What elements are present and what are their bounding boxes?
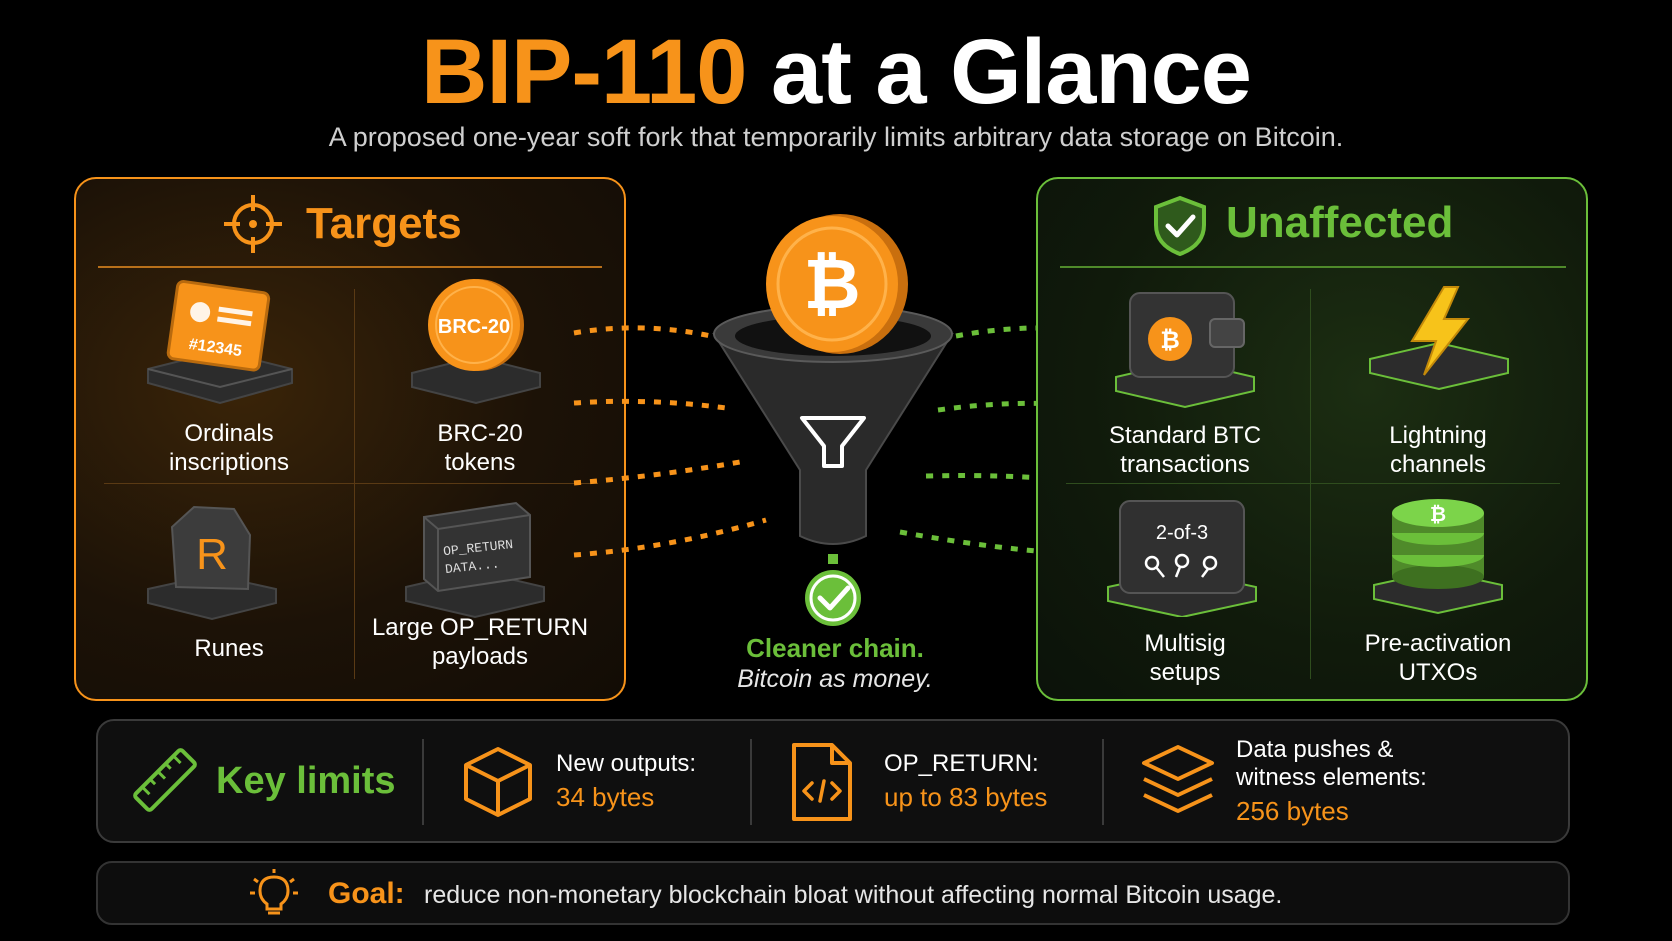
limits-separator-1 (422, 739, 424, 825)
target-item-ordinals: Ordinals inscriptions (168, 420, 290, 476)
svg-text:₿: ₿ (803, 243, 860, 325)
title-rest: at a Glance (771, 21, 1252, 123)
limit-data-pushes-label-1: Data pushes & (1236, 736, 1394, 763)
inflow-arrow-4 (573, 517, 767, 558)
target-item-runes: Runes (194, 635, 264, 662)
unaffected-grid-hline (1066, 483, 1560, 484)
unaffected-grid-vline (1310, 289, 1311, 679)
unaffected-item-pre-activation: Pre-activation UTXOs (1364, 630, 1512, 686)
limit-data-pushes-label-2: witness elements: (1236, 764, 1427, 791)
check-circle-icon (805, 570, 861, 626)
targets-grid-hline (104, 483, 598, 484)
coin-stack-icon: ₿ (1373, 499, 1503, 615)
goal-text: reduce non-monetary blockchain bloat wit… (424, 881, 1283, 909)
target-item-brc20: BRC-20 tokens (437, 420, 523, 476)
svg-text:₿: ₿ (1160, 326, 1180, 354)
unaffected-item-standard-btc: Standard BTC transactions (1108, 422, 1262, 478)
code-file-icon (792, 743, 852, 821)
goal-label: Goal: (328, 877, 405, 910)
multisig-icon: 2-of-3 (1107, 500, 1257, 617)
op-return-badge-line2: DATA... (444, 556, 500, 577)
key-limits-bar: Key limits New outputs: 34 bytes OP_RETU… (96, 719, 1570, 843)
op-return-block-icon: OP_RETURN DATA... (405, 501, 545, 619)
op-return-badge-line1: OP_RETURN (442, 537, 513, 559)
bitcoin-funnel-icon: ₿ (712, 214, 954, 564)
limit-op-return-label: OP_RETURN: (884, 750, 1039, 777)
box-icon (464, 747, 532, 817)
limit-data-pushes-value: 256 bytes (1236, 796, 1349, 826)
inflow-arrow-3 (573, 459, 741, 486)
unaffected-item-lightning: Lightning channels (1389, 422, 1487, 478)
inscription-card-icon: #12345 (147, 280, 293, 405)
goal-bar: Goal: reduce non-monetary blockchain blo… (96, 861, 1570, 925)
unaffected-divider (1060, 266, 1566, 268)
targets-title: Targets (306, 199, 462, 248)
targets-divider (98, 266, 602, 268)
rune-stone-icon: R (147, 505, 277, 621)
ruler-icon (133, 748, 197, 812)
svg-text:₿: ₿ (1430, 502, 1446, 526)
result-line2: Bitcoin as money. (737, 665, 933, 693)
wallet-icon: ₿ (1115, 292, 1255, 409)
targets-panel: Targets #12345 Ordinals inscriptions BRC… (74, 177, 626, 701)
crosshair-icon (224, 195, 282, 253)
lightning-icon (1369, 286, 1509, 391)
targets-grid-vline (354, 289, 355, 679)
brc20-badge: BRC-20 (438, 316, 510, 338)
inflow-arrow-1 (573, 325, 729, 343)
lightbulb-icon (250, 869, 298, 915)
outflow-arrow-3 (925, 473, 1079, 484)
page-subtitle: A proposed one-year soft fork that tempo… (328, 122, 1344, 152)
unaffected-title: Unaffected (1226, 198, 1454, 247)
flow-diagram: ₿ (573, 214, 1096, 626)
unaffected-item-multisig: Multisig setups (1144, 630, 1226, 686)
unaffected-panel: Unaffected ₿ Standard BTC transactions L… (1036, 177, 1588, 701)
title-highlight: BIP-110 (421, 21, 747, 123)
key-limits-title: Key limits (216, 760, 396, 802)
limit-op-return-value: up to 83 bytes (884, 782, 1048, 812)
limits-separator-2 (750, 739, 752, 825)
target-item-op-return: Large OP_RETURN payloads (371, 614, 589, 670)
limits-separator-3 (1102, 739, 1104, 825)
inflow-arrow-2 (573, 398, 727, 411)
limit-new-outputs-label: New outputs: (556, 750, 697, 777)
multisig-badge: 2-of-3 (1156, 522, 1208, 544)
limit-new-outputs-value: 34 bytes (556, 782, 655, 812)
rune-badge: R (196, 530, 228, 579)
layers-icon (1142, 745, 1214, 813)
shield-check-icon (1154, 195, 1206, 257)
brc20-coin-icon: BRC-20 (411, 279, 541, 405)
result-line1: Cleaner chain. (746, 633, 924, 663)
page-title: BIP-110 at a Glance (0, 22, 1672, 122)
